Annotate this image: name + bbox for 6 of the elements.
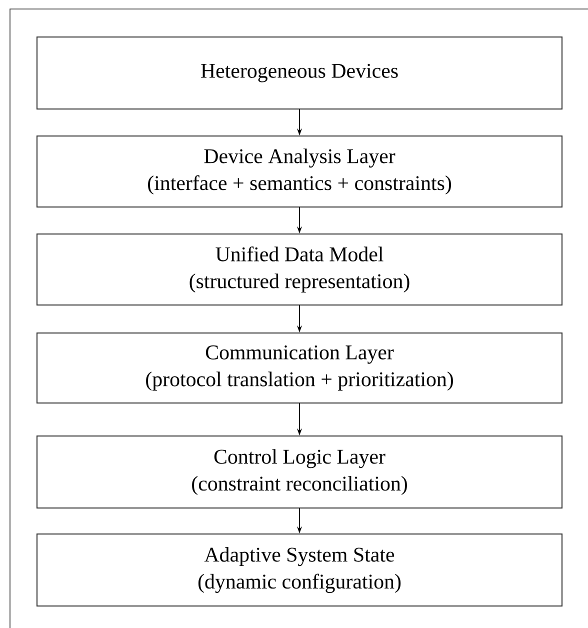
layer-box: Unified Data Model (structured representation) xyxy=(36,234,562,306)
layer-box: Device Analysis Layer (interface + semantics + constraints) xyxy=(36,136,562,208)
layer-box: Heterogeneous Devices xyxy=(36,36,562,110)
layer-box: Control Logic Layer (constraint reconciliation) xyxy=(36,436,562,508)
layer-box: Communication Layer (protocol translation + prioritization) xyxy=(36,332,562,404)
layer-box: Adaptive System State (dynamic configuration) xyxy=(36,534,562,606)
